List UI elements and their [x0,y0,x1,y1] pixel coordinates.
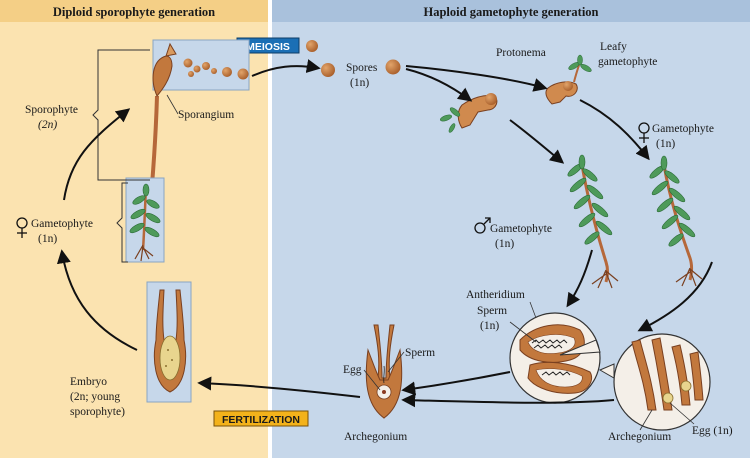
female-symbol-left [16,217,28,238]
male-gametophyte-ploidy: (1n) [495,238,514,250]
fertilization-label: FERTILIZATION [222,414,300,426]
arrow-meiosis-to-spores [251,59,321,77]
arrow-spores-to-leafy [405,65,548,92]
left-gametophyte-ploidy: (1n) [38,233,57,245]
female-gametophyte-plant [649,155,703,287]
spores-label: Spores [346,62,378,74]
embryo-label-2: (2n; young [70,391,120,403]
leafy-label-1: Leafy [600,41,627,53]
arrow-fertilization-to-embryo [197,376,361,398]
diploid-title: Diploid sporophyte generation [53,5,215,19]
arrow-leafy-to-female [579,99,650,161]
protonema-label: Protonema [496,47,546,59]
archegonium-center [365,324,403,419]
sperm-antheridium-label: Sperm [477,305,507,317]
male-gametophyte-plant [567,154,619,289]
female-symbol-right [638,122,650,143]
spores [306,40,401,77]
haploid-title: Haploid gametophyte generation [424,5,599,19]
egg-right-label: Egg (1n) [692,425,733,437]
embryo-archegonium [153,289,187,393]
archegonium-detail-right [598,333,711,431]
female-gametophyte-label: Gametophyte [652,123,714,135]
arrow-embryo-to-gametophyte [56,249,138,351]
meiosis-label: MEIOSIS [246,41,290,53]
egg-label: Egg [343,364,362,376]
diploid-header-bar [0,0,268,22]
antheridium-label: Antheridium [466,289,525,301]
female-gametophyte-ploidy: (1n) [656,138,675,150]
spores-ploidy: (1n) [350,77,369,89]
sporophyte-seta [150,95,159,186]
sporophyte-ploidy: (2n) [38,119,57,131]
sporophyte-label: Sporophyte [25,104,78,116]
arrow-male-to-antheridium [566,249,593,308]
embryo-label-1: Embryo [70,376,107,388]
fertilization-stage: FERTILIZATION [213,410,309,427]
left-gametophyte-plant [129,183,161,262]
left-gametophyte-label: Gametophyte [31,218,93,230]
embryo-label-3: sporophyte) [70,406,125,418]
sperm-label: Sperm [405,347,435,359]
antheridium-detail [509,312,601,404]
arrow-archegonium-detail-to-center [401,393,615,408]
archegonium-right-label: Archegonium [608,431,671,443]
male-symbol [474,217,491,234]
gametophyte-bracket [116,182,128,263]
archegonium-center-label: Archegonium [344,431,407,443]
spores-released [183,58,249,80]
arrow-gametophyte-to-sporophyte [63,108,131,201]
sperm-antheridium-ploidy: (1n) [480,320,499,332]
leafy-label-2: gametophyte [598,56,657,68]
arrow-antheridium-to-archegonium [401,371,511,396]
male-gametophyte-label: Gametophyte [490,223,552,235]
sporangium-capsule [152,42,177,97]
haploid-header-bar [272,0,750,22]
arrow-protonema-to-male [509,119,565,164]
arrow-female-to-archegonium [637,261,713,332]
sporophyte-bracket [92,49,150,181]
arrow-spores-to-protonema [405,68,473,102]
protonema-leafy [545,54,592,105]
protonema-young [440,93,498,133]
sporangium-label: Sporangium [178,109,234,121]
